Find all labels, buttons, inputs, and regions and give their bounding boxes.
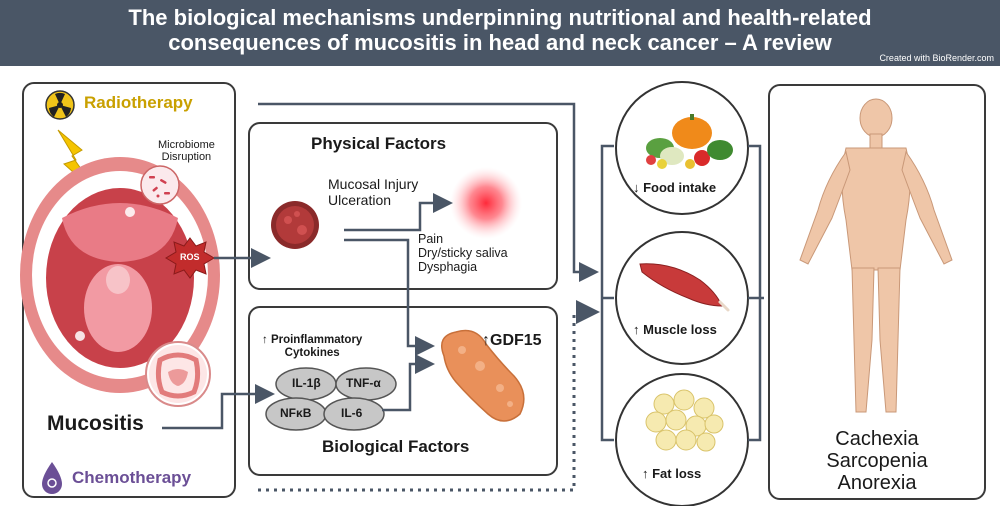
microbiome-line-1: Microbiome (158, 139, 215, 151)
figure-title: The biological mechanisms underpinning n… (0, 5, 1000, 55)
food-intake-label: ↓ Food intake (633, 180, 717, 195)
mucosal-injury-line: Mucosal Injury (328, 176, 419, 192)
fat-loss-label: ↑ Fat loss (642, 466, 702, 481)
title-line-2: consequences of mucositis in head and ne… (168, 30, 832, 55)
cytokine-il6: IL-6 (341, 406, 363, 420)
outcome-bracket (600, 144, 614, 442)
proinflammatory-line-2: Cytokines (284, 347, 340, 359)
proinflammatory-label: ↑ Proinflammatory Cytokines (262, 334, 362, 360)
radiation-icon (45, 90, 75, 120)
ros-burst-icon (165, 237, 215, 279)
biorender-credit: Created with BioRender.com (879, 53, 994, 63)
anorexia-label: Anorexia (837, 472, 917, 494)
cytokine-il1b: IL-1β (292, 376, 321, 390)
consequence-bracket (748, 144, 762, 442)
gdf15-label: ↑GDF15 (482, 332, 542, 349)
microbiome-line-2: Disruption (161, 151, 212, 163)
radiotherapy-arrow (258, 102, 599, 282)
cytokine-to-gdf15-arrow (382, 354, 435, 412)
physical-to-gdf15-arrow (344, 238, 435, 356)
cachexia-label: Cachexia (835, 428, 919, 450)
ulcer-tissue-icon (271, 201, 319, 249)
chemotherapy-label: Chemotherapy (72, 468, 192, 487)
proinflammatory-line-1: ↑ Proinflammatory (262, 334, 363, 346)
open-mouth-illustration (20, 157, 220, 393)
mucositis-arrow (162, 384, 275, 430)
pain-glow-icon (450, 167, 522, 239)
muscle-icon (639, 263, 730, 312)
title-line-1: The biological mechanisms underpinning n… (128, 5, 872, 30)
mucosal-injury-label: Mucosal Injury Ulceration (328, 176, 418, 208)
dysphagia-line: Dysphagia (418, 260, 478, 274)
biological-factors-title: Biological Factors (322, 437, 470, 456)
pain-line: Pain (418, 232, 444, 246)
physical-factors-title: Physical Factors (311, 134, 447, 153)
vegetables-icon (646, 114, 733, 169)
cytokine-cluster (265, 367, 397, 431)
ulceration-line: Ulceration (328, 192, 392, 208)
fat-cells-icon (645, 389, 724, 452)
mucositis-label: Mucositis (47, 412, 144, 435)
muscle-loss-circle (615, 231, 749, 365)
chemotherapy-drop-icon (42, 462, 62, 494)
microbiome-label: Microbiome Disruption (158, 139, 215, 163)
radiotherapy-label: Radiotherapy (84, 93, 193, 112)
sarcopenia-label: Sarcopenia (826, 450, 928, 472)
food-intake-circle (615, 81, 749, 215)
human-figure-icon (799, 98, 953, 413)
gdf15-cell-icon (441, 329, 525, 422)
muscle-loss-label: ↑ Muscle loss (633, 322, 717, 337)
cytokine-tnfa: TNF-α (346, 376, 381, 390)
injury-arrow (344, 193, 453, 232)
consequences-list: Cachexia Sarcopenia Anorexia (768, 428, 986, 494)
intestine-icon (145, 341, 211, 407)
saliva-line: Dry/sticky saliva (418, 246, 508, 260)
chemotherapy-dotted-arrow (258, 300, 600, 492)
cytokine-nfkb: NFκB (280, 406, 312, 420)
title-banner: The biological mechanisms underpinning n… (0, 0, 1000, 66)
microbiome-icon (140, 165, 180, 205)
ros-label: ROS (180, 252, 200, 262)
symptoms-label: Pain Dry/sticky saliva Dysphagia (418, 232, 508, 274)
